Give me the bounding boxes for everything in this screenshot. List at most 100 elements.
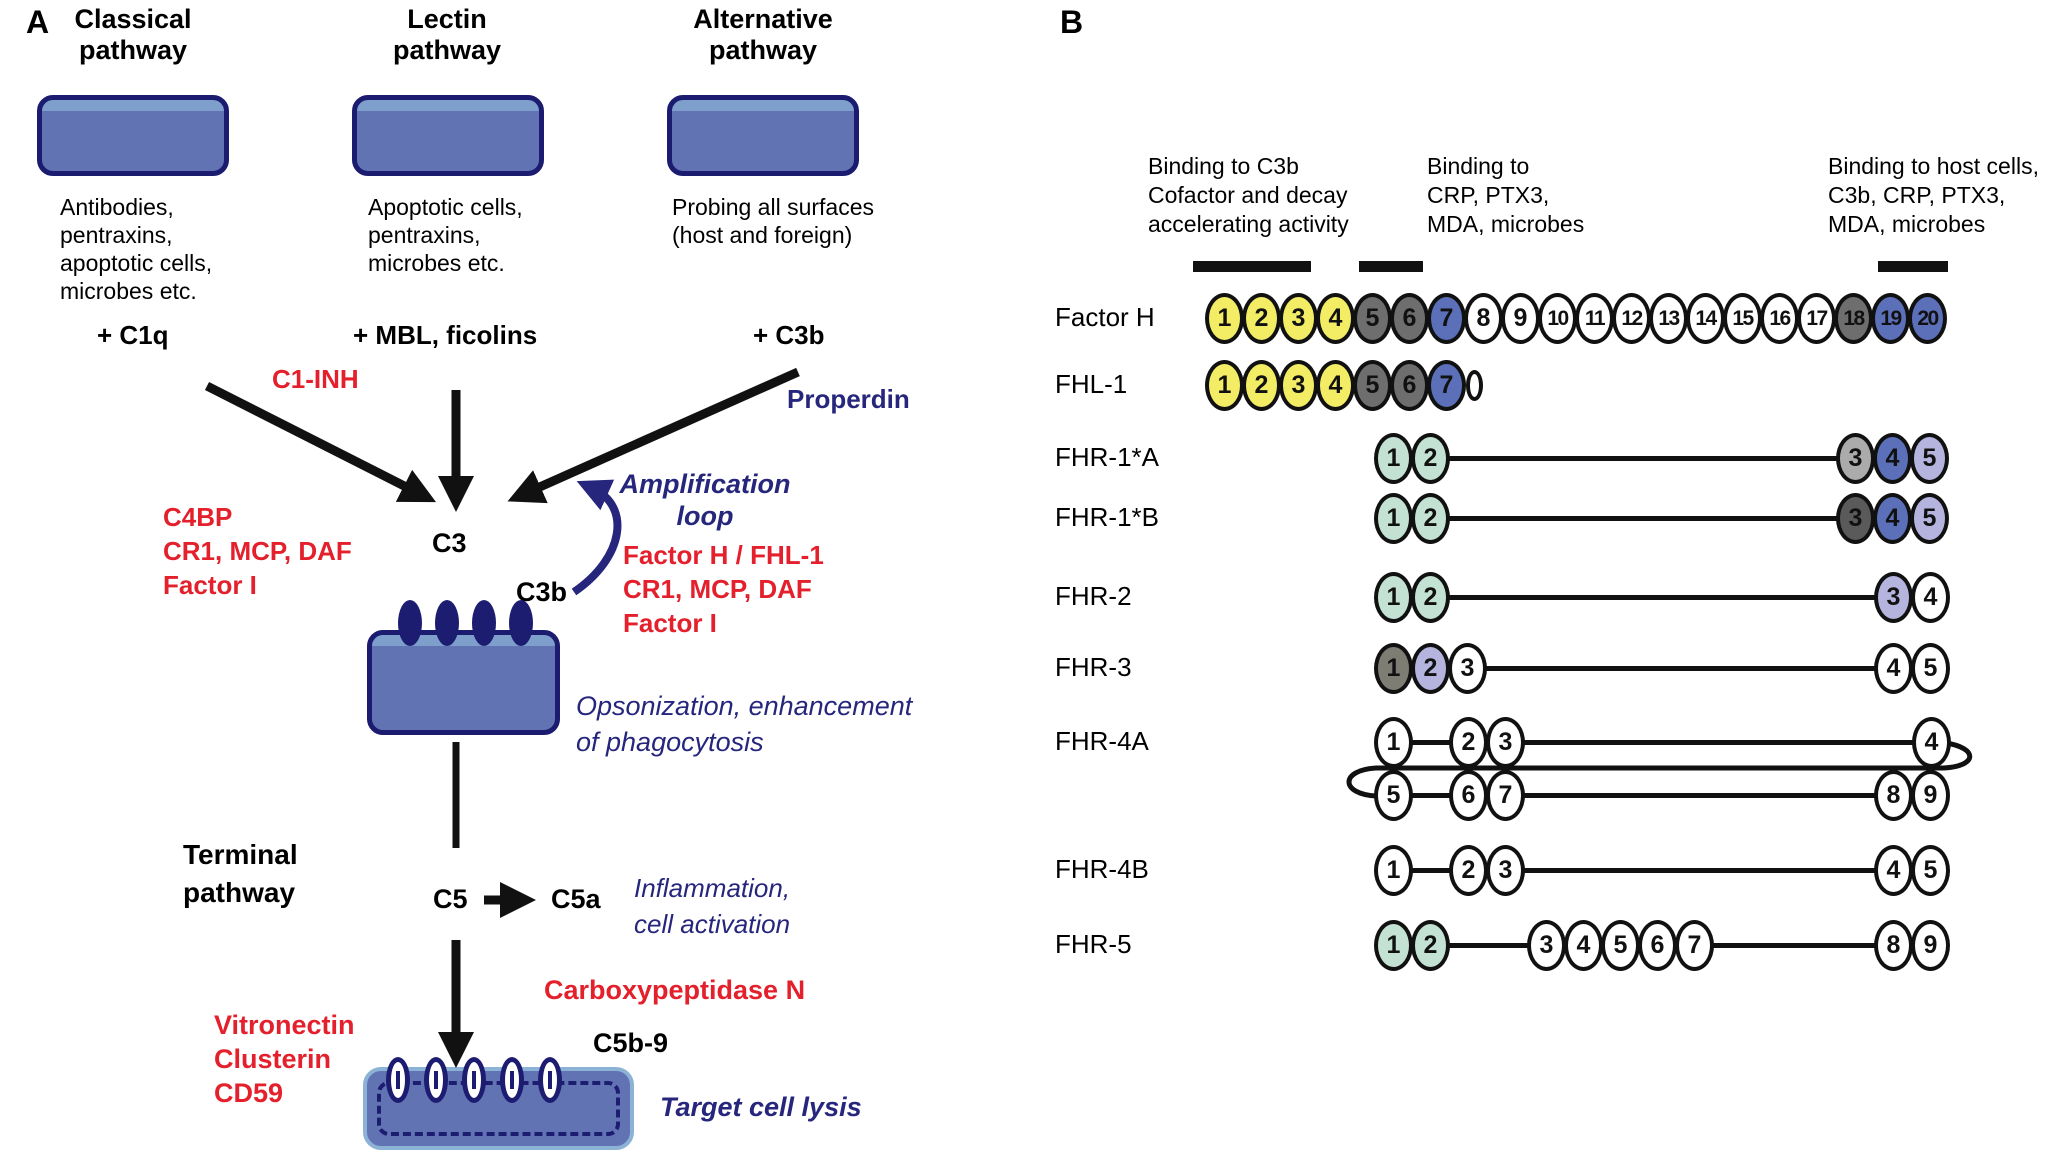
annotation-line: CRP, PTX3,: [1427, 182, 1550, 208]
domain-circle: 3: [1836, 493, 1875, 544]
domain-connector: [1517, 793, 1882, 798]
domain-connector: [1479, 666, 1882, 671]
fhr4a-wrap-connector: [1346, 740, 1973, 799]
domain-circle: 1: [1205, 360, 1244, 411]
domain-circle: 2: [1449, 717, 1488, 768]
domain-circle: 20: [1908, 293, 1947, 344]
domain-connector: [1517, 740, 1920, 745]
domain-connector: [1405, 868, 1457, 873]
annotation-line: Binding to C3b: [1148, 153, 1299, 179]
domain-circle: 5: [1910, 433, 1949, 484]
domain-circle: 3: [1836, 433, 1875, 484]
domain-circle: 2: [1411, 433, 1450, 484]
annotation-line: MDA, microbes: [1828, 211, 1986, 237]
inflammation-annotation: Inflammation, cell activation: [634, 870, 790, 942]
domain-circle: 19: [1871, 293, 1910, 344]
protein-row-label: FHR-5: [1055, 929, 1132, 959]
regulator-line: Factor I: [163, 570, 257, 600]
domain-circle: 11: [1575, 293, 1614, 344]
mac-pore-icon: [500, 1057, 524, 1103]
domain-circle: 4: [1873, 433, 1912, 484]
regulator-line: Clusterin: [214, 1044, 332, 1074]
domain-circle: 7: [1427, 360, 1466, 411]
domain-connector: [1442, 595, 1882, 600]
properdin-label: Properdin: [787, 384, 910, 414]
mac-pore-icon: [386, 1057, 410, 1103]
region-bar-cofactor: [1193, 261, 1311, 272]
domain-circle: 14: [1686, 293, 1725, 344]
alternative-title-line2: pathway: [708, 35, 818, 65]
annotation-cofactor-activity: Binding to C3b Cofactor and decay accele…: [1148, 152, 1349, 239]
domain-circle: 5: [1911, 845, 1950, 896]
domain-circle: 2: [1411, 643, 1450, 694]
domain-circle: 15: [1723, 293, 1762, 344]
protein-row-label: FHR-1*B: [1055, 502, 1160, 532]
terminal-regulators: Vitronectin Clusterin CD59: [214, 1008, 355, 1110]
domain-circle: 6: [1638, 920, 1677, 971]
domain-circle: 5: [1910, 493, 1949, 544]
region-bar-crp: [1359, 261, 1423, 272]
domain-circle: 3: [1486, 845, 1525, 896]
protein-row-label: FHL-1: [1055, 369, 1128, 399]
amplification-line: loop: [676, 501, 734, 531]
domain-circle: 1: [1374, 572, 1413, 623]
domain-connector: [1442, 516, 1844, 521]
domain-circle: 2: [1242, 293, 1281, 344]
domain-circle: 1: [1205, 293, 1244, 344]
terminal-title-line: Terminal: [183, 839, 298, 870]
trigger-c3b: + C3b: [753, 320, 825, 350]
c3b-molecule-icon: [509, 600, 533, 646]
desc-line: (host and foreign): [672, 222, 853, 248]
regulator-line: CR1, MCP, DAF: [623, 574, 812, 604]
domain-circle: 5: [1911, 643, 1950, 694]
domain-circle: 16: [1760, 293, 1799, 344]
lysed-membrane-dashed-border: [377, 1081, 620, 1136]
domain-circle: 8: [1874, 770, 1913, 821]
annotation-host-cell-binding: Binding to host cells, C3b, CRP, PTX3, M…: [1828, 152, 2039, 239]
domain-circle: 7: [1486, 770, 1525, 821]
domain-circle: 3: [1527, 920, 1566, 971]
annotation-line: accelerating activity: [1148, 211, 1349, 237]
domain-circle: 4: [1911, 572, 1950, 623]
domain-circle: 3: [1874, 572, 1913, 623]
lectin-activators-text: Apoptotic cells, pentraxins, microbes et…: [368, 193, 523, 277]
domain-circle: 13: [1649, 293, 1688, 344]
c5-node: C5: [433, 884, 468, 914]
protein-row-label: FHR-4B: [1055, 854, 1149, 884]
desc-line: apoptotic cells,: [60, 250, 213, 276]
protein-row-label: FHR-2: [1055, 581, 1132, 611]
classical-surface-box: [37, 95, 229, 176]
domain-circle: 7: [1427, 293, 1466, 344]
alternative-activators-text: Probing all surfaces (host and foreign): [672, 193, 874, 249]
lectin-pathway-title: Lectin pathway: [307, 4, 587, 66]
annotation-line: MDA, microbes: [1427, 211, 1585, 237]
desc-line: microbes etc.: [368, 250, 505, 276]
domain-connector: [1706, 943, 1882, 948]
domain-circle: 1: [1374, 920, 1413, 971]
c3b-molecule-icon: [435, 600, 459, 646]
regulator-line: CR1, MCP, DAF: [163, 536, 352, 566]
classical-activators-text: Antibodies, pentraxins, apoptotic cells,…: [60, 193, 212, 305]
opsonized-surface-box: [367, 630, 560, 735]
c3-convertase-regulators: C4BP CR1, MCP, DAF Factor I: [163, 500, 352, 602]
regulator-line: Factor H / FHL-1: [623, 540, 824, 570]
domain-circle: 8: [1874, 920, 1913, 971]
regulator-line: C4BP: [163, 502, 233, 532]
c3b-molecule-icon: [398, 600, 422, 646]
protein-row-label: FHR-4A: [1055, 726, 1149, 756]
panel-b-label: B: [1060, 4, 1084, 40]
domain-circle: 5: [1601, 920, 1640, 971]
lectin-title-line1: Lectin: [407, 4, 487, 34]
domain-circle: 4: [1874, 845, 1913, 896]
annotation-line: C3b, CRP, PTX3,: [1828, 182, 2006, 208]
alternative-surface-box: [667, 95, 859, 176]
domain-circle: 7: [1675, 920, 1714, 971]
inflammation-line: cell activation: [634, 909, 791, 939]
trigger-mbl-ficolins: + MBL, ficolins: [353, 320, 538, 350]
desc-line: pentraxins,: [368, 222, 481, 248]
lectin-surface-box: [352, 95, 544, 176]
annotation-line: Cofactor and decay: [1148, 182, 1348, 208]
c1-inh-label: C1-INH: [272, 364, 359, 394]
amplification-loop-arrow: [571, 479, 622, 596]
